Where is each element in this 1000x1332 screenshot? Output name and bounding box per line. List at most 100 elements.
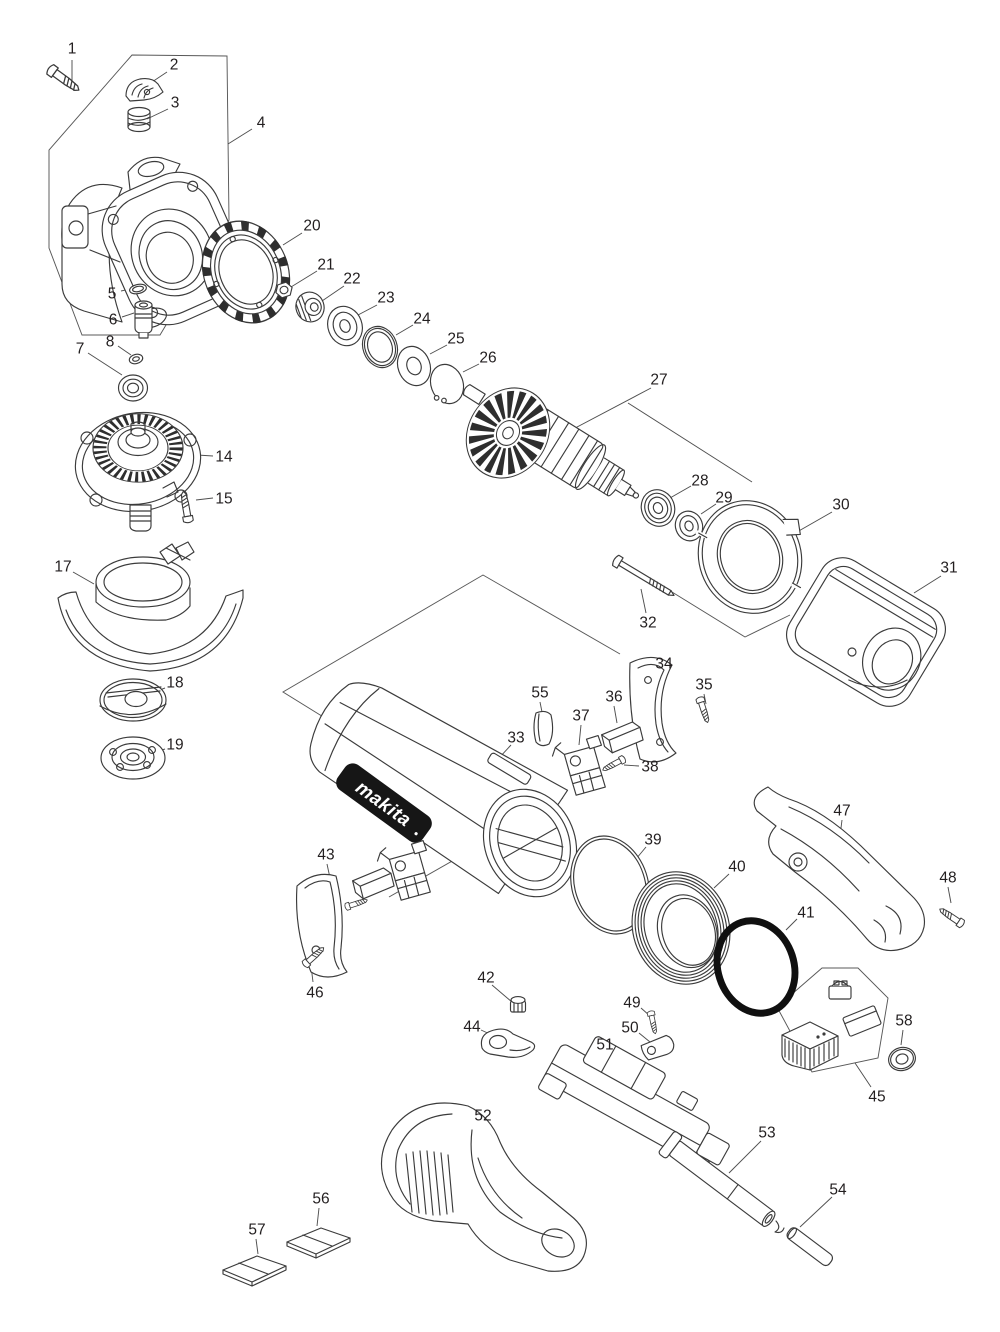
- part-label-36: 36: [605, 689, 622, 706]
- leader-line-23: [357, 304, 378, 316]
- part-label-47: 47: [833, 803, 850, 820]
- part-label-24: 24: [413, 311, 431, 328]
- part-label-27: 27: [650, 372, 667, 389]
- part-39-ring-seal-drawing: [570, 835, 650, 935]
- leader-line-30: [796, 511, 833, 533]
- part-label-29: 29: [715, 490, 732, 507]
- part-label-58: 58: [895, 1013, 912, 1030]
- part-label-14: 14: [215, 449, 233, 466]
- part-label-54: 54: [829, 1182, 847, 1199]
- leader-line-48: [947, 886, 952, 904]
- part-42-spring-nut-drawing: [509, 996, 527, 1013]
- module-box-assembled-drawing: [350, 865, 396, 901]
- part-label-48: 48: [939, 870, 956, 887]
- part-label-19: 19: [166, 737, 183, 754]
- part-label-34: 34: [655, 656, 673, 673]
- part-label-3: 3: [171, 95, 180, 112]
- part-label-1: 1: [68, 41, 77, 58]
- part-label-20: 20: [303, 218, 321, 235]
- leader-line-27-2: [627, 402, 753, 483]
- part-label-52: 52: [474, 1108, 491, 1125]
- leader-line-41: [785, 918, 798, 931]
- leader-line-50: [638, 1032, 651, 1043]
- leader-line-56: [316, 1207, 320, 1227]
- part-31-field-stator-drawing: [786, 557, 946, 707]
- part-5-o-ring-drawing: [129, 283, 147, 295]
- part-label-17: 17: [54, 559, 71, 576]
- part-56-label-sheet-drawing: [286, 1227, 351, 1259]
- leader-line-15: [195, 497, 214, 501]
- part-27-armature-drawing: [462, 384, 640, 499]
- part-8-ring-drawing: [128, 353, 144, 365]
- leader-line-7: [87, 352, 123, 376]
- part-22-pinion-gear-drawing: [295, 291, 325, 323]
- part-label-22: 22: [343, 271, 360, 288]
- part-44-trigger-piece-drawing: [480, 1028, 536, 1058]
- boundary-gear-housing-group: [48, 54, 230, 336]
- part-7-bearing-drawing: [117, 374, 149, 402]
- part-38-screw-drawing: [600, 754, 628, 774]
- part-label-30: 30: [832, 497, 850, 514]
- part-label-50: 50: [621, 1020, 639, 1037]
- leader-line-35: [703, 693, 707, 705]
- leader-line-54: [799, 1196, 833, 1228]
- leader-line-20: [282, 232, 303, 246]
- screw-assembled-drawing: [343, 896, 369, 912]
- part-14-bearing-box-drawing: [74, 411, 202, 532]
- part-label-55: 55: [531, 685, 548, 702]
- part-57-label-sheet-drawing: [222, 1255, 287, 1287]
- leader-line-25: [429, 344, 448, 355]
- part-58-grommet-drawing: [888, 1046, 916, 1072]
- part-label-4: 4: [257, 115, 266, 132]
- leader-line-4: [227, 128, 253, 145]
- boundary-motor-housing-group: [282, 574, 621, 732]
- leader-line-28: [669, 485, 692, 499]
- leader-line-45: [854, 1062, 872, 1088]
- part-55-strip-drawing: [533, 710, 554, 747]
- part-label-28: 28: [691, 473, 708, 490]
- leader-line-8: [117, 345, 132, 356]
- part-label-44: 44: [463, 1019, 481, 1036]
- leader-line-57: [255, 1238, 259, 1255]
- part-label-45: 45: [868, 1089, 885, 1106]
- leader-line-53: [728, 1140, 762, 1174]
- leader-line-17: [72, 571, 95, 585]
- part-label-46: 46: [306, 985, 323, 1002]
- part-32-long-screw-drawing: [612, 554, 675, 597]
- part-21-nut-drawing: [275, 281, 293, 299]
- part-47-handle-cover-drawing: [753, 786, 926, 952]
- part-label-2: 2: [170, 57, 179, 74]
- part-33-motor-housing-drawing: makita: [309, 682, 578, 898]
- leader-line-6: [121, 312, 135, 318]
- part-2-lever-drawing: [125, 77, 164, 102]
- leader-line-24: [395, 324, 414, 336]
- leader-line-55: [539, 701, 543, 713]
- part-label-31: 31: [940, 560, 957, 577]
- part-label-53: 53: [758, 1125, 775, 1142]
- part-label-49: 49: [623, 995, 640, 1012]
- part-label-25: 25: [447, 331, 464, 348]
- part-52-handle-housing-drawing: [380, 1102, 587, 1272]
- leader-line-37: [578, 724, 582, 746]
- part-26-circlip-drawing: [429, 363, 465, 408]
- part-label-57: 57: [248, 1222, 265, 1239]
- part-17-wheel-guard-drawing: [57, 541, 244, 672]
- part-3-spring-drawing: [127, 106, 151, 133]
- part-label-26: 26: [479, 350, 496, 367]
- part-20-bearing-cover-ring-drawing: [201, 220, 291, 324]
- leader-line-31: [913, 575, 942, 594]
- leader-line-22: [321, 285, 345, 302]
- part-label-23: 23: [377, 290, 394, 307]
- part-label-8: 8: [106, 334, 115, 351]
- part-label-33: 33: [507, 730, 524, 747]
- part-6-spindle-pin-drawing: [134, 300, 153, 339]
- part-label-51: 51: [596, 1037, 613, 1054]
- part-40-grooved-ring-drawing: [631, 871, 731, 985]
- part-51-switch-assembly-drawing: [538, 1036, 730, 1168]
- leader-line-21: [290, 270, 318, 288]
- part-34-cover-plate-drawing: [629, 656, 677, 763]
- leader-line-58: [900, 1029, 904, 1046]
